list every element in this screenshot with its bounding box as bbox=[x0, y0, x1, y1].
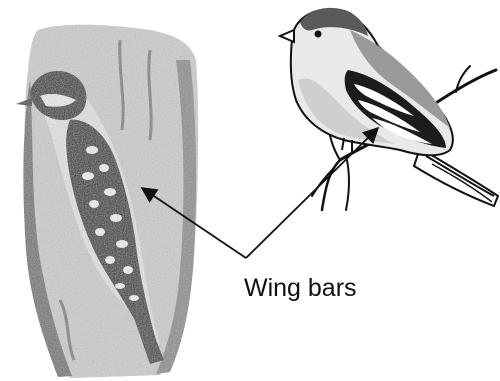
woodpecker-beak bbox=[16, 98, 32, 106]
finch-eye bbox=[315, 31, 322, 38]
finch-illustration bbox=[280, 8, 498, 210]
finch-beak bbox=[280, 30, 294, 42]
wing-bars-label: Wing bars bbox=[244, 274, 357, 302]
arrow-to-finch-wing bbox=[246, 128, 378, 258]
woodpecker-illustration bbox=[16, 25, 198, 378]
